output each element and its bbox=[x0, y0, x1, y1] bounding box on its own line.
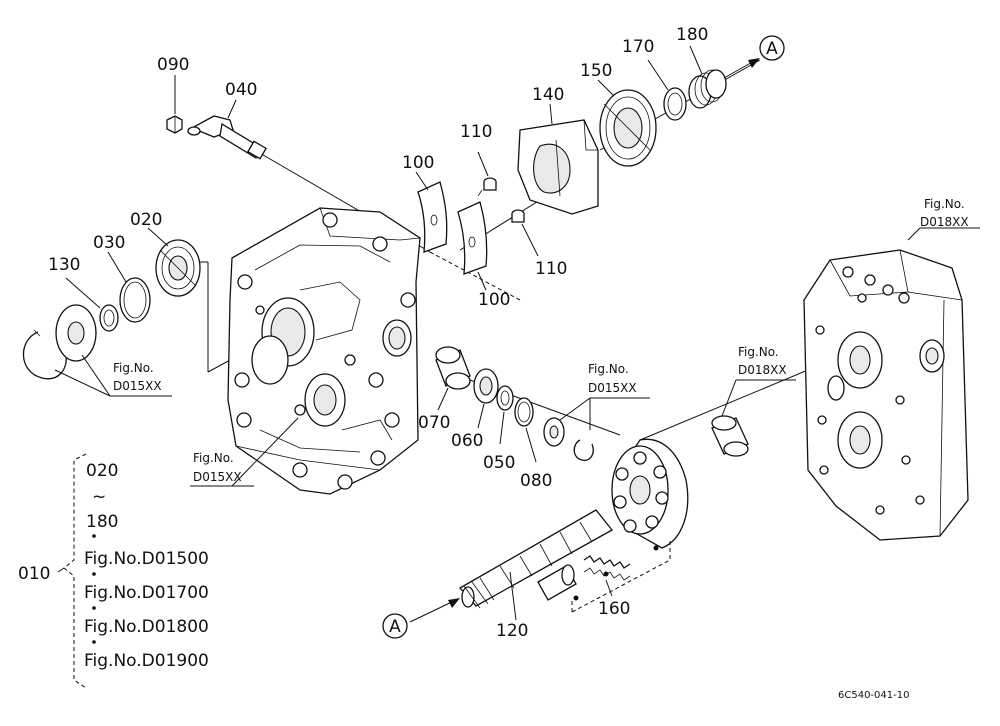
part-090-nut bbox=[166, 115, 183, 134]
label-130: 130 bbox=[48, 255, 80, 275]
label-010: 010 bbox=[18, 564, 50, 584]
legend-ref-4: Fig.No.D01900 bbox=[84, 651, 209, 671]
label-030: 030 bbox=[93, 233, 125, 253]
label-180: 180 bbox=[676, 25, 708, 45]
legend-tilde: ~ bbox=[92, 487, 106, 507]
part-160-piston bbox=[537, 564, 577, 601]
legend-ref-1: Fig.No.D01500 bbox=[84, 549, 209, 569]
part-070-sleeve bbox=[435, 346, 471, 390]
label-140: 140 bbox=[532, 85, 564, 105]
part-030-snap-ring bbox=[119, 277, 151, 323]
part-100-guide-upper bbox=[417, 181, 448, 253]
part-washer-right bbox=[543, 417, 565, 447]
label-160: 160 bbox=[598, 599, 630, 619]
label-170: 170 bbox=[622, 37, 654, 57]
part-020-bearing bbox=[155, 239, 201, 297]
part-180-spring bbox=[688, 69, 727, 109]
part-washer-left bbox=[55, 304, 97, 362]
part-140-swash-plate bbox=[517, 119, 599, 215]
part-needle-bearing bbox=[711, 415, 749, 457]
label-070: 070 bbox=[418, 413, 450, 433]
figref-bearing-line1: Fig.No. bbox=[738, 345, 779, 359]
figref-left-ring-line2: D015XX bbox=[113, 379, 162, 393]
part-080-snap-ring bbox=[514, 397, 534, 427]
part-050-ring bbox=[496, 385, 514, 411]
part-main-housing bbox=[227, 207, 421, 495]
part-110-screw-upper bbox=[477, 177, 497, 197]
arrow-to-a-top bbox=[723, 58, 760, 79]
figref-cover-line1: Fig.No. bbox=[924, 197, 965, 211]
part-end-cover bbox=[803, 249, 969, 541]
part-170-ring bbox=[663, 87, 687, 121]
label-020: 020 bbox=[130, 210, 162, 230]
figref-housing-line2: D015XX bbox=[193, 470, 242, 484]
legend-start: 020 bbox=[86, 461, 118, 481]
part-number-labels: 090 040 020 030 130 100 100 110 110 140 … bbox=[18, 25, 708, 641]
figref-snap-ring-line2: D015XX bbox=[588, 381, 637, 395]
part-120-shaft bbox=[458, 509, 613, 609]
marker-a-top: A bbox=[759, 35, 785, 61]
part-110-screw-lower bbox=[511, 209, 525, 223]
legend-end: 180 bbox=[86, 512, 118, 532]
marker-a-bottom: A bbox=[382, 613, 408, 639]
part-040-lever-shaft bbox=[187, 115, 267, 160]
label-050: 050 bbox=[483, 453, 515, 473]
part-060-bearing bbox=[473, 368, 499, 404]
label-120: 120 bbox=[496, 621, 528, 641]
figref-housing-line1: Fig.No. bbox=[193, 451, 234, 465]
label-040: 040 bbox=[225, 80, 257, 100]
part-snap-ring-left bbox=[22, 329, 67, 380]
label-100-upper: 100 bbox=[402, 153, 434, 173]
legend-ref-2: Fig.No.D01700 bbox=[84, 583, 209, 603]
marker-a-bottom-label: A bbox=[389, 617, 401, 637]
label-080: 080 bbox=[520, 471, 552, 491]
legend-bracket bbox=[57, 453, 96, 689]
label-150: 150 bbox=[580, 61, 612, 81]
legend: 020 ~ 180 Fig.No.D01500 Fig.No.D01700 Fi… bbox=[84, 461, 209, 671]
label-090: 090 bbox=[157, 55, 189, 75]
figref-left-ring-line1: Fig.No. bbox=[113, 361, 154, 375]
label-110-upper: 110 bbox=[460, 122, 492, 142]
figref-bearing-line2: D018XX bbox=[738, 363, 787, 377]
figure-references: Fig.No. D015XX Fig.No. D015XX Fig.No. D0… bbox=[113, 197, 969, 484]
marker-a-top-label: A bbox=[766, 39, 778, 59]
part-cylinder-block bbox=[611, 438, 689, 549]
part-100-guide-lower bbox=[457, 201, 488, 275]
part-snap-ring-right bbox=[573, 439, 594, 461]
label-100-lower: 100 bbox=[478, 290, 510, 310]
figref-snap-ring-line1: Fig.No. bbox=[588, 362, 629, 376]
part-150-bearing bbox=[599, 89, 657, 167]
part-130-ring bbox=[99, 304, 119, 332]
part-160-spring bbox=[583, 555, 631, 581]
figref-cover-line2: D018XX bbox=[920, 215, 969, 229]
label-060: 060 bbox=[451, 431, 483, 451]
legend-ref-3: Fig.No.D01800 bbox=[84, 617, 209, 637]
arrow-to-a-bottom bbox=[409, 598, 460, 623]
drawing-code: 6C540-041-10 bbox=[838, 690, 909, 701]
label-110-lower: 110 bbox=[535, 259, 567, 279]
